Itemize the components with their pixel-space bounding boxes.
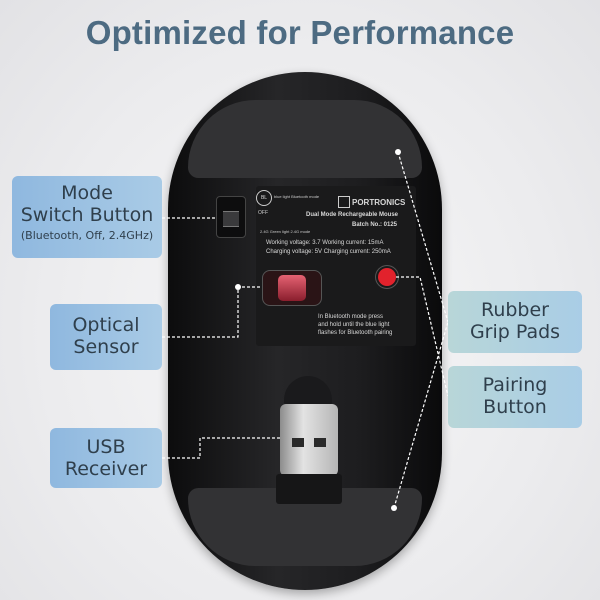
usb-contact-hole bbox=[292, 438, 304, 447]
instruction-line-2: and hold until the blue light bbox=[318, 322, 390, 328]
leader-dot bbox=[391, 505, 397, 511]
callout-line: Sensor bbox=[73, 336, 139, 358]
batch-number: Batch No.: 0125 bbox=[352, 222, 398, 228]
leader-rubber-bottom bbox=[393, 321, 449, 509]
brand-name: PORTRONICS bbox=[352, 198, 406, 207]
instruction-line-1: In Bluetooth mode press bbox=[318, 314, 384, 320]
usb-receiver-body bbox=[276, 474, 342, 504]
callout-sub: (Bluetooth, Off, 2.4GHz) bbox=[20, 229, 154, 242]
callout-mode-switch: Mode Switch Button (Bluetooth, Off, 2.4G… bbox=[12, 176, 162, 258]
mode-switch[interactable] bbox=[216, 196, 246, 238]
switch-off-label: OFF bbox=[258, 210, 268, 216]
callout-line: USB bbox=[86, 436, 126, 458]
leader-optical bbox=[162, 286, 262, 338]
sensor-lens bbox=[278, 275, 306, 301]
callout-line: Switch Button bbox=[20, 204, 154, 226]
bl-badge: BL bbox=[256, 190, 272, 206]
charging-spec: Charging voltage: 5V Charging current: 2… bbox=[266, 249, 391, 255]
leader-pairing bbox=[396, 276, 449, 397]
callout-optical-sensor: Optical Sensor bbox=[50, 304, 162, 370]
label-plate: PORTRONICS Dual Mode Rechargeable Mouse … bbox=[256, 186, 416, 346]
callout-pairing-button: Pairing Button bbox=[448, 366, 582, 428]
switch-top-label: blue light Bluetooth mode bbox=[274, 194, 320, 199]
usb-contact-hole bbox=[314, 438, 326, 447]
callout-line: Mode bbox=[61, 182, 113, 204]
working-spec: Working voltage: 3.7 Working current: 15… bbox=[266, 240, 384, 246]
leader-usb bbox=[162, 437, 280, 459]
callout-line: Receiver bbox=[64, 458, 148, 480]
instruction-line-3: flashes for Bluetooth pairing bbox=[318, 330, 393, 336]
rubber-grip-pad-top bbox=[188, 100, 422, 178]
leader-dot bbox=[235, 284, 241, 290]
callout-rubber-grip-pads: Rubber Grip Pads bbox=[448, 291, 582, 353]
brand-logo-icon bbox=[338, 196, 350, 208]
pairing-button[interactable] bbox=[378, 268, 396, 286]
optical-sensor bbox=[262, 270, 322, 306]
leader-dot bbox=[395, 149, 401, 155]
mode-switch-knob[interactable] bbox=[223, 211, 239, 227]
callout-usb-receiver: USB Receiver bbox=[50, 428, 162, 488]
callout-line: Rubber bbox=[480, 299, 549, 321]
callout-line: Pairing bbox=[482, 374, 548, 396]
callout-line: Grip Pads bbox=[469, 321, 561, 343]
switch-bottom-label: 2.4G Green light 2.4G mode bbox=[260, 229, 311, 234]
leader-rubber-top bbox=[397, 151, 449, 323]
product-name: Dual Mode Rechargeable Mouse bbox=[306, 212, 399, 218]
usb-receiver-plug[interactable] bbox=[280, 404, 338, 476]
callout-line: Button bbox=[483, 396, 547, 418]
page-title: Optimized for Performance bbox=[85, 14, 515, 51]
callout-line: Optical bbox=[72, 314, 140, 336]
